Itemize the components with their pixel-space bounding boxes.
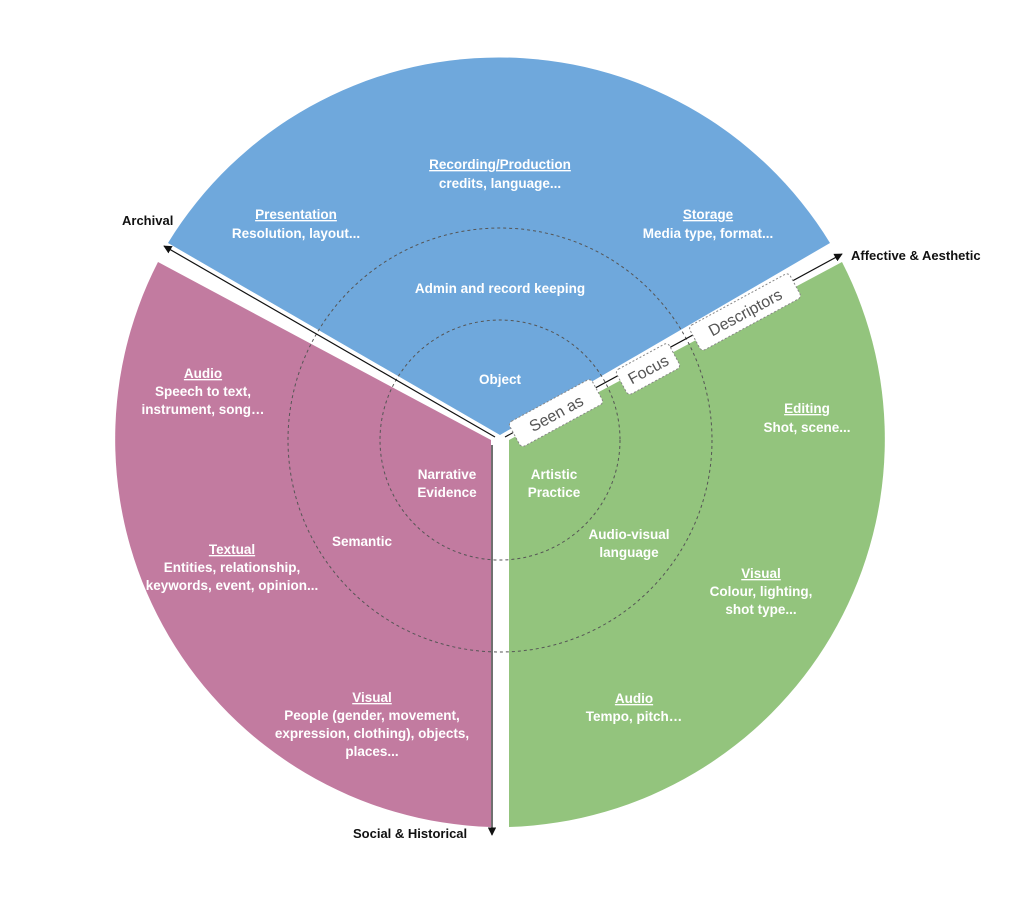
recording-production-desc: credits, language...: [439, 176, 561, 191]
storage-desc: Media type, format...: [643, 226, 774, 241]
pink-visual-line3: places...: [345, 744, 398, 759]
green-visual-title: Visual: [741, 566, 781, 581]
pink-audio-line1: Speech to text,: [155, 384, 251, 399]
green-audio-desc: Tempo, pitch…: [586, 709, 683, 724]
pink-visual-title: Visual: [352, 690, 392, 705]
pink-audio-line2: instrument, song…: [141, 402, 264, 417]
focus-ring: [287, 227, 713, 653]
green-visual-line1: Colour, lighting,: [710, 584, 813, 599]
object-seen-label: Object: [479, 372, 522, 387]
artistic-seen-line1: Artistic: [531, 467, 578, 482]
audiovisual-focus-line1: Audio-visual: [588, 527, 669, 542]
semantic-sector: [115, 262, 491, 827]
recording-production-title: Recording/Production: [429, 157, 571, 172]
editing-desc: Shot, scene...: [763, 420, 850, 435]
narrative-seen-line2: Evidence: [417, 485, 477, 500]
textual-title: Textual: [209, 542, 255, 557]
green-visual-line2: shot type...: [725, 602, 796, 617]
admin-focus-label: Admin and record keeping: [415, 281, 585, 296]
object-sector: [168, 57, 830, 436]
presentation-title: Presentation: [255, 207, 337, 222]
narrative-seen-line1: Narrative: [418, 467, 477, 482]
archival-axis-label: Archival: [122, 213, 173, 228]
textual-line1: Entities, relationship,: [164, 560, 301, 575]
archival-axis-arrow: [163, 245, 496, 438]
pink-audio-title: Audio: [184, 366, 222, 381]
artistic-sector: [509, 262, 885, 827]
seen-as-ring: [379, 319, 621, 561]
pink-visual-line2: expression, clothing), objects,: [275, 726, 469, 741]
storage-title: Storage: [683, 207, 734, 222]
social-axis-label: Social & Historical: [353, 826, 467, 841]
presentation-desc: Resolution, layout...: [232, 226, 360, 241]
green-audio-title: Audio: [615, 691, 653, 706]
pink-visual-line1: People (gender, movement,: [284, 708, 460, 723]
textual-line2: keywords, event, opinion...: [146, 578, 319, 593]
artistic-seen-line2: Practice: [528, 485, 581, 500]
editing-title: Editing: [784, 401, 830, 416]
audiovisual-focus-line2: language: [599, 545, 659, 560]
semantic-focus-label: Semantic: [332, 534, 393, 549]
affective-axis-label: Affective & Aesthetic: [851, 248, 981, 263]
